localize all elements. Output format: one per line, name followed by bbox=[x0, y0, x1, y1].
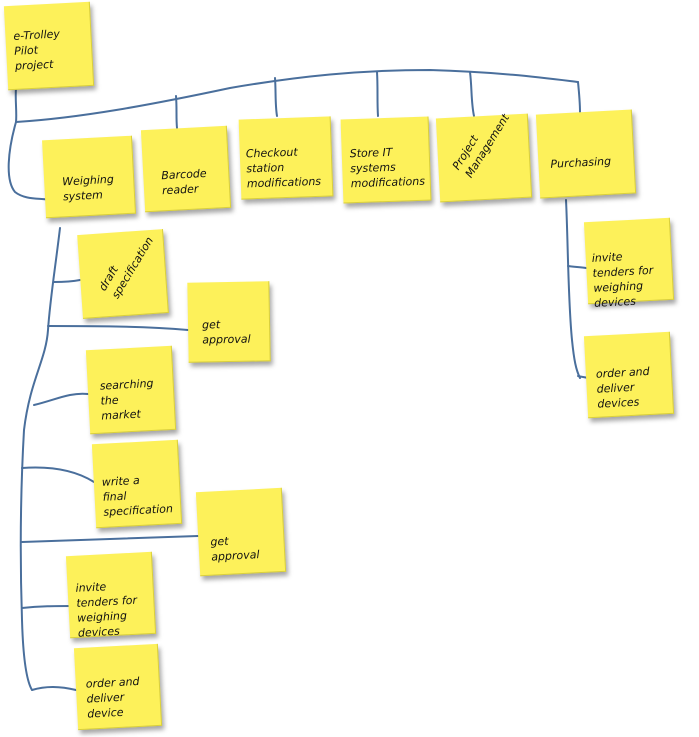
task-label: invite tenders for weighing devices bbox=[591, 250, 654, 310]
link-final-spec bbox=[21, 466, 95, 483]
task-write-final-specification[interactable]: write a final specification bbox=[91, 439, 183, 529]
branch-label: Checkout station modifications bbox=[245, 145, 322, 191]
task-draft-specification[interactable]: draft specification bbox=[77, 229, 169, 319]
branch-purchasing[interactable]: Purchasing bbox=[535, 109, 637, 199]
link-approval-1 bbox=[47, 325, 189, 331]
task-order-deliver-device[interactable]: order and deliver device bbox=[73, 643, 163, 731]
drop-barcode bbox=[175, 95, 178, 129]
purchasing-task-order-deliver-devices[interactable]: order and deliver devices bbox=[583, 331, 675, 419]
task-invite-tenders[interactable]: invite tenders for weighing devices bbox=[65, 551, 157, 640]
root-connector bbox=[14, 87, 18, 123]
branch-weighing-system[interactable]: Weighing system bbox=[42, 135, 136, 219]
drop-purchasing bbox=[577, 81, 581, 113]
task-label: get approval bbox=[210, 534, 260, 564]
link-order bbox=[31, 686, 77, 691]
branch-label: Weighing system bbox=[61, 172, 115, 204]
branch-label: Store IT systems modifications bbox=[349, 145, 426, 191]
top-bus bbox=[15, 68, 579, 123]
purchasing-spine bbox=[565, 199, 581, 379]
branch-store-it[interactable]: Store IT systems modifications bbox=[340, 116, 432, 204]
drop-weighing bbox=[7, 121, 51, 201]
task-label: searching the market bbox=[99, 376, 154, 423]
task-label: write a final specification bbox=[101, 473, 174, 519]
link-purch-invite bbox=[567, 265, 587, 269]
link-searching bbox=[33, 392, 89, 406]
task-label: order and deliver devices bbox=[595, 364, 650, 411]
task-label: get approval bbox=[201, 318, 251, 347]
link-approval-2 bbox=[21, 535, 199, 543]
branch-label: Barcode reader bbox=[160, 166, 207, 198]
task-label: invite tenders for weighing devices bbox=[75, 580, 138, 640]
branch-label: Purchasing bbox=[550, 154, 612, 171]
root-label: e-Trolley Pilot project bbox=[13, 27, 61, 73]
link-draft bbox=[53, 279, 81, 283]
weighing-spine bbox=[19, 227, 61, 691]
link-invite bbox=[21, 605, 73, 609]
branch-barcode-reader[interactable]: Barcode reader bbox=[140, 125, 232, 213]
task-get-approval-2[interactable]: get approval bbox=[195, 487, 287, 577]
drop-checkout bbox=[274, 77, 278, 117]
task-get-approval-1[interactable]: get approval bbox=[187, 281, 271, 363]
branch-project-management[interactable]: Project Management bbox=[435, 112, 533, 203]
task-searching-market[interactable]: searching the market bbox=[85, 345, 177, 435]
drop-project-mgmt bbox=[469, 71, 475, 117]
drop-store-it bbox=[376, 71, 379, 117]
task-label: draft specification bbox=[96, 234, 157, 301]
root-note[interactable]: e-Trolley Pilot project bbox=[3, 1, 95, 91]
task-label: order and deliver device bbox=[85, 674, 140, 721]
purchasing-task-invite-tenders[interactable]: invite tenders for weighing devices bbox=[583, 217, 675, 310]
branch-checkout-station[interactable]: Checkout station modifications bbox=[238, 116, 334, 200]
